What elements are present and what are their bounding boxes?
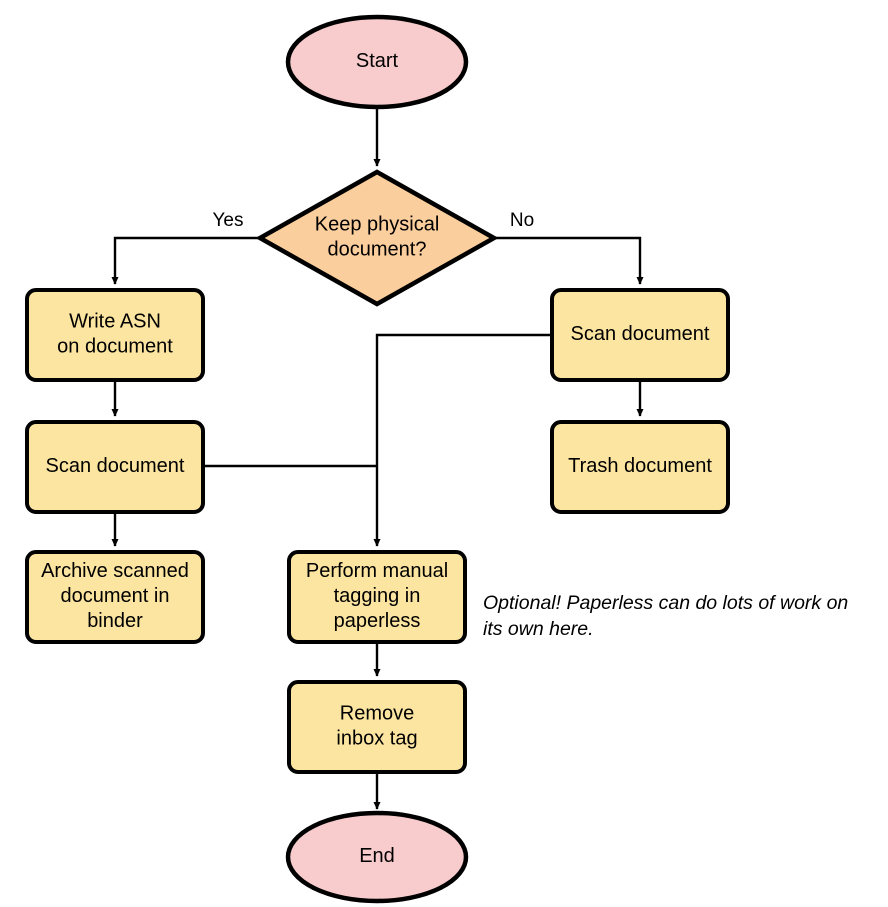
node-label-line: on document — [57, 336, 173, 358]
edge-decision-no-to-scan-right: No — [494, 210, 644, 285]
node-label-line: Scan document — [571, 323, 710, 345]
node-label: Scan document — [46, 455, 185, 477]
terminator-shape — [285, 14, 469, 110]
node-label-line: binder — [87, 610, 143, 632]
node-label: End — [359, 845, 395, 867]
node-label: Start — [356, 50, 399, 72]
node-label-line: Remove — [340, 703, 414, 725]
node-manual-tagging[interactable]: Perform manual tagging in paperless — [287, 550, 467, 644]
node-label: Keep physical document? — [315, 214, 440, 261]
node-end[interactable]: End — [285, 810, 469, 904]
node-write-asn[interactable]: Write ASN on document — [25, 288, 205, 382]
node-label-line: Start — [356, 50, 399, 72]
process-shape — [25, 550, 205, 644]
edge-decision-yes-to-write-asn: Yes — [111, 210, 260, 285]
node-label: Trash document — [568, 455, 712, 477]
terminator-shape — [285, 810, 469, 904]
annotation-optional-note: Optional! Paperless can do lots of work … — [483, 592, 848, 640]
node-label-line: paperless — [334, 610, 421, 632]
annotation-line: Optional! Paperless can do lots of work … — [483, 592, 848, 614]
node-label: Write ASN on document — [57, 311, 173, 358]
node-label-line: Scan document — [46, 455, 185, 477]
node-scan-document-right[interactable]: Scan document — [550, 288, 730, 382]
annotation-line: its own here. — [483, 618, 594, 640]
node-label-line: Trash document — [568, 455, 712, 477]
edge-path — [494, 236, 644, 285]
node-label: Archive scanned document in binder — [41, 560, 189, 632]
decision-shape — [255, 169, 499, 307]
node-decision-keep-physical[interactable]: Keep physical document? — [255, 169, 499, 307]
node-trash-document[interactable]: Trash document — [550, 420, 730, 514]
edge-path — [111, 236, 260, 285]
node-label-line: Archive scanned — [41, 560, 189, 582]
annotations-layer: Optional! Paperless can do lots of work … — [483, 592, 848, 640]
node-label: Perform manual tagging in paperless — [306, 560, 448, 632]
edge-scan-right-to-manual-tagging — [373, 333, 552, 547]
node-remove-inbox-tag[interactable]: Remove inbox tag — [287, 680, 467, 774]
node-label-line: inbox tag — [336, 728, 417, 750]
node-label-line: document in — [61, 585, 170, 607]
node-label-line: tagging in — [334, 585, 421, 607]
node-scan-document-left[interactable]: Scan document — [25, 420, 205, 514]
node-archive-binder[interactable]: Archive scanned document in binder — [25, 550, 205, 644]
node-label-line: End — [359, 845, 395, 867]
node-label: Scan document — [571, 323, 710, 345]
process-shape — [287, 550, 467, 644]
node-label-line: Write ASN — [69, 311, 161, 333]
node-label: Remove inbox tag — [336, 703, 417, 750]
process-shape — [550, 288, 730, 382]
process-shape — [550, 420, 730, 514]
node-label-line: document? — [328, 239, 427, 261]
process-shape — [25, 288, 205, 382]
node-label-line: Keep physical — [315, 214, 440, 236]
edges-layer: Yes No — [111, 107, 644, 810]
edge-label-yes: Yes — [213, 210, 244, 231]
node-label-line: Perform manual — [306, 560, 448, 582]
edge-path — [373, 333, 552, 547]
node-start[interactable]: Start — [285, 14, 469, 110]
process-shape — [25, 420, 205, 514]
process-shape — [287, 680, 467, 774]
edge-label-no: No — [510, 210, 534, 231]
